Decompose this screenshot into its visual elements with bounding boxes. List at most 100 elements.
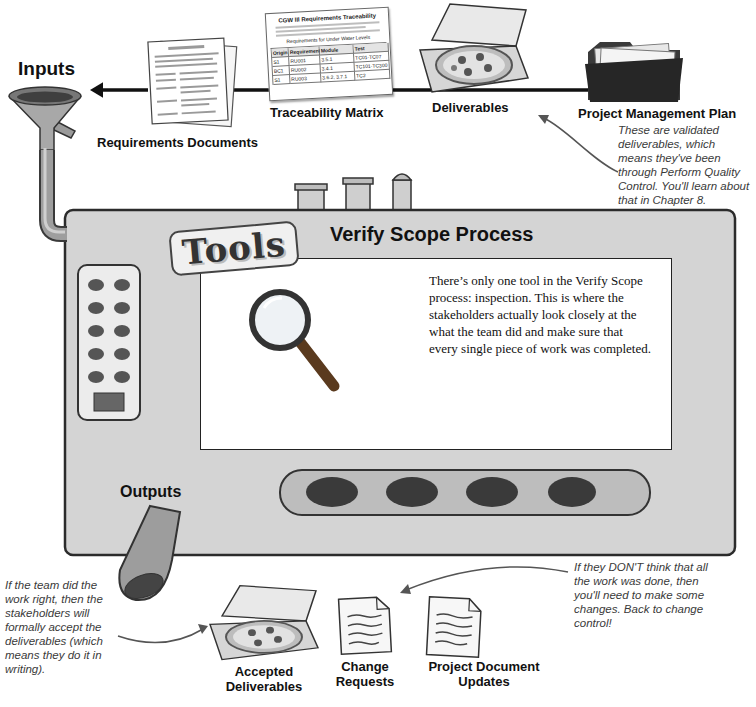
control-panel bbox=[88, 325, 104, 337]
chimneys bbox=[295, 184, 327, 190]
pizza-box-icon bbox=[274, 636, 282, 643]
control-panel bbox=[88, 371, 104, 383]
input-item: Requirements Documents bbox=[148, 38, 236, 126]
requirements-document-icon bbox=[181, 90, 211, 94]
table-cell: TC01-TC07 bbox=[354, 52, 389, 63]
input-flow-line bbox=[232, 90, 592, 91]
document-icon bbox=[427, 597, 482, 658]
requirements-document-icon bbox=[148, 38, 228, 124]
note: These are validated deliverables, which … bbox=[618, 123, 750, 207]
control-panel bbox=[78, 265, 140, 420]
conveyor bbox=[280, 470, 650, 515]
folder-icon bbox=[585, 42, 683, 102]
pizza-box-icon bbox=[248, 629, 256, 636]
label-holder: If they DON'T think that all the work wa… bbox=[574, 560, 724, 630]
funnel-icon bbox=[17, 92, 73, 103]
table-cell: S1 bbox=[272, 57, 289, 67]
magnifier-icon bbox=[252, 292, 334, 386]
control-panel bbox=[114, 348, 130, 360]
funnel-icon bbox=[9, 87, 81, 105]
document-icon bbox=[435, 614, 473, 646]
pizza-box-icon bbox=[210, 621, 318, 660]
node-label: Deliverables bbox=[432, 100, 509, 116]
traceability-sheet: CGW III Requirements TraceabilityRequire… bbox=[265, 7, 393, 101]
control-panel bbox=[78, 265, 140, 420]
pizza-box-icon bbox=[226, 621, 302, 653]
node-label: Change Requests bbox=[325, 660, 405, 690]
control-panel bbox=[114, 371, 130, 383]
node-label: Requirements Documents bbox=[97, 135, 258, 151]
requirements-document-icon bbox=[155, 52, 219, 57]
note: If the team did the work right, then the… bbox=[5, 578, 117, 676]
tool-panel: There’s only one tool in the Verify Scop… bbox=[200, 258, 672, 450]
table-cell: Test bbox=[354, 43, 389, 54]
output-chute bbox=[121, 569, 166, 603]
pizza-box-icon bbox=[420, 46, 528, 92]
leader-arrowhead bbox=[400, 584, 411, 594]
output-item: Project Document Updates bbox=[428, 598, 480, 656]
pizza-box-icon bbox=[484, 64, 492, 72]
leader-arrowhead bbox=[198, 624, 208, 634]
control-panel bbox=[114, 302, 130, 314]
note: If they DON'T think that all the work wa… bbox=[574, 560, 724, 630]
table-cell: BC1 bbox=[273, 66, 290, 76]
pizza-box-icon bbox=[266, 627, 274, 634]
pipe-highlight bbox=[45, 148, 65, 232]
node-label: Accepted Deliverables bbox=[204, 665, 324, 695]
input-item: Traceability Matrix bbox=[265, 8, 393, 100]
magnifier-icon bbox=[264, 298, 282, 308]
conveyor bbox=[386, 477, 438, 507]
folder-icon bbox=[585, 58, 683, 102]
node-label: Traceability Matrix bbox=[270, 105, 383, 121]
output-chute bbox=[119, 506, 180, 603]
input-funnel: Inputs bbox=[8, 85, 90, 150]
leader-arrow bbox=[544, 118, 618, 172]
chimneys bbox=[295, 174, 411, 214]
requirements-document-icon bbox=[180, 70, 218, 74]
pipe-outline bbox=[47, 150, 67, 234]
conveyor bbox=[306, 477, 358, 507]
conveyor bbox=[280, 470, 650, 515]
document-icon bbox=[469, 599, 482, 612]
tool-panel-ground bbox=[200, 258, 672, 450]
pipe bbox=[47, 150, 67, 234]
document-icon bbox=[339, 597, 392, 655]
magnifier-icon bbox=[300, 342, 334, 386]
leader-arrow bbox=[118, 118, 618, 643]
table-cell: Module bbox=[320, 45, 354, 56]
requirements-document-icon bbox=[155, 58, 213, 63]
requirements-document-icon bbox=[181, 103, 209, 106]
table-cell: S1 bbox=[273, 75, 290, 85]
sheet-text-line bbox=[276, 21, 380, 28]
pizza-box-icon bbox=[233, 625, 295, 649]
document-icon bbox=[339, 597, 392, 655]
control-panel bbox=[88, 302, 104, 314]
pizza-box-icon bbox=[222, 586, 316, 621]
sheet-text-line bbox=[276, 29, 380, 36]
input-item: Project Management Plan bbox=[585, 40, 685, 102]
document-icon bbox=[377, 597, 390, 610]
table-cell: RU003 bbox=[290, 73, 321, 84]
node-label: Project Document Updates bbox=[420, 660, 548, 690]
table-cell: TC2 bbox=[355, 70, 390, 81]
node-label: Inputs bbox=[18, 58, 75, 81]
pizza-box-icon bbox=[432, 4, 526, 46]
output-item: Accepted Deliverables bbox=[208, 585, 320, 661]
document-icon bbox=[427, 597, 482, 658]
table-cell: RU001 bbox=[289, 55, 320, 66]
conveyor bbox=[548, 477, 596, 507]
document-icon bbox=[347, 614, 383, 646]
leader-arrowhead bbox=[198, 115, 549, 634]
connector bbox=[90, 82, 148, 98]
requirements-document-icon bbox=[154, 44, 221, 115]
table-cell: RU002 bbox=[290, 64, 321, 75]
requirements-document-icon bbox=[156, 73, 176, 76]
table-cell: 3.6.2, 3.7.1 bbox=[321, 72, 355, 83]
input-flow-line bbox=[232, 88, 592, 92]
requirements-document-icon bbox=[180, 84, 218, 88]
requirements-document-icon bbox=[156, 79, 176, 82]
label-holder: Tools bbox=[170, 226, 298, 271]
body-text: There’s only one tool in the Verify Scop… bbox=[429, 273, 653, 357]
